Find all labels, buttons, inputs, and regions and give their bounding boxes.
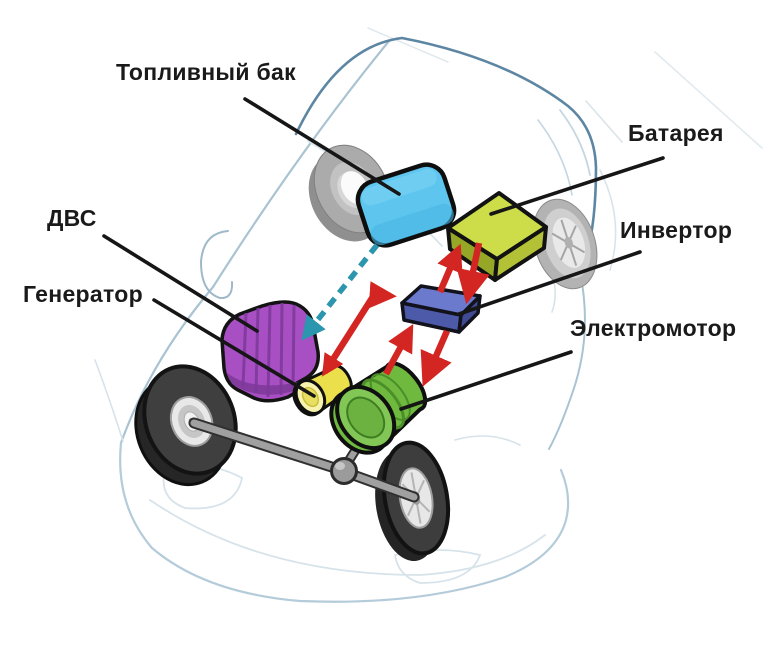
fuel-line-arrow [301,243,380,341]
label-fuel-tank: Топливный бак [116,59,296,85]
side-mirror-sketch [199,230,234,300]
leader-lines [102,97,665,411]
label-battery: Батарея [628,120,724,146]
label-generator: Генератор [23,281,143,307]
arrow-battery-to-inverter [456,242,490,305]
engine-ice [220,300,320,403]
label-motor: Электромотор [570,315,737,341]
roof-line-sketch [294,36,598,274]
label-engine: ДВС [47,205,97,231]
rear-right-wheel [532,198,598,290]
arrow-generator-inverter [322,281,397,377]
battery [446,191,548,282]
leader-generator [152,298,316,398]
differential-ball [330,457,358,485]
leader-motor [399,350,573,411]
electric-motor [329,361,428,455]
leader-inverter [457,250,642,316]
power-flow-arrows [322,242,490,387]
leader-engine [102,234,259,333]
leader-battery [489,156,665,216]
arrow-inverter-to-battery [437,243,463,294]
leader-fuel-tank [243,97,401,196]
arrow-inverter-to-motor [420,329,452,387]
label-inverter: Инвертор [620,217,733,243]
